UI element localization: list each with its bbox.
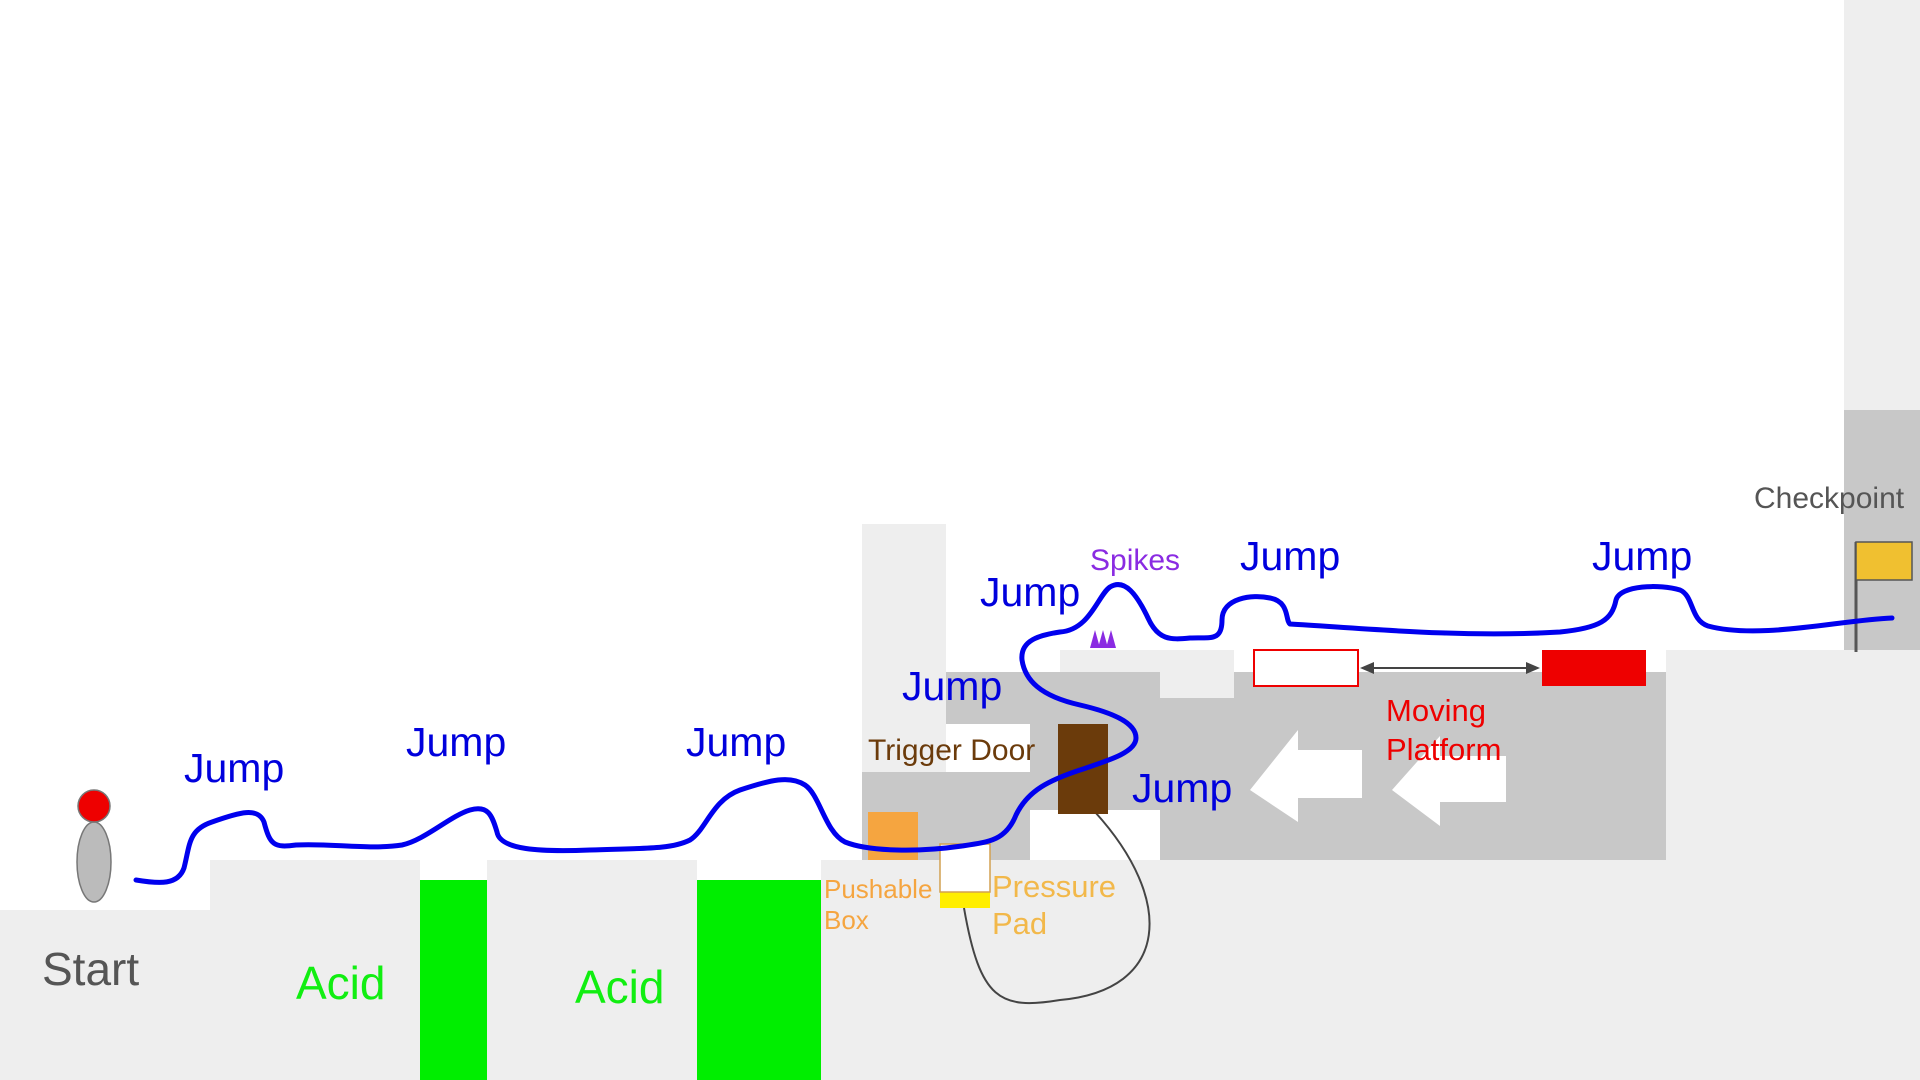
acid-label-2: Acid — [575, 961, 665, 1013]
ground-1 — [210, 860, 420, 1080]
acid-pit-1 — [420, 880, 487, 1080]
ground-2 — [487, 860, 697, 1080]
light-notch — [1160, 650, 1234, 698]
jump-label-2: Jump — [406, 719, 507, 765]
acid-pit-2 — [697, 880, 821, 1080]
moving-platform-start — [1253, 649, 1359, 687]
pushable-box — [868, 812, 918, 860]
jump-label-7: Jump — [1240, 533, 1341, 579]
right-wall-upper — [1844, 0, 1920, 410]
pillar-upper — [862, 524, 946, 772]
player-figure-icon — [76, 789, 112, 903]
jump-label-5: Jump — [980, 569, 1081, 615]
jump-label-4: Jump — [902, 663, 1003, 709]
jump-label-6: Jump — [1132, 765, 1233, 811]
jump-label-1: Jump — [184, 745, 285, 791]
jump-label-3: Jump — [686, 719, 787, 765]
pressure-pad-box — [939, 843, 991, 893]
pressure-pad-plate — [940, 892, 990, 908]
right-plateau — [1666, 650, 1920, 1080]
trigger-door-label: Trigger Door — [868, 734, 1036, 767]
pressure-pad-label: Pressure Pad — [992, 869, 1117, 942]
left-arrow-icon — [1250, 730, 1362, 822]
dark-block-right — [1160, 672, 1666, 860]
start-label: Start — [42, 943, 140, 995]
acid-label-1: Acid — [296, 957, 386, 1009]
moving-platform-end — [1542, 650, 1646, 686]
checkpoint-label: Checkpoint — [1754, 482, 1905, 515]
double-arrow-icon — [1360, 662, 1540, 674]
ledge-top — [1060, 650, 1160, 672]
trigger-wire — [963, 811, 1151, 1005]
ground-3 — [821, 860, 862, 1080]
spikes-label: Spikes — [1090, 544, 1181, 577]
player-route-path — [133, 582, 1895, 885]
checkpoint-flag-icon — [1854, 541, 1913, 652]
moving-platform-label: Moving Platform — [1386, 693, 1502, 767]
spikes-icon — [1090, 630, 1116, 648]
start-ground — [0, 910, 210, 1080]
pushable-box-label: Pushable Box — [824, 874, 933, 936]
left-arrow-icon — [1392, 736, 1506, 826]
jump-label-8: Jump — [1592, 533, 1693, 579]
